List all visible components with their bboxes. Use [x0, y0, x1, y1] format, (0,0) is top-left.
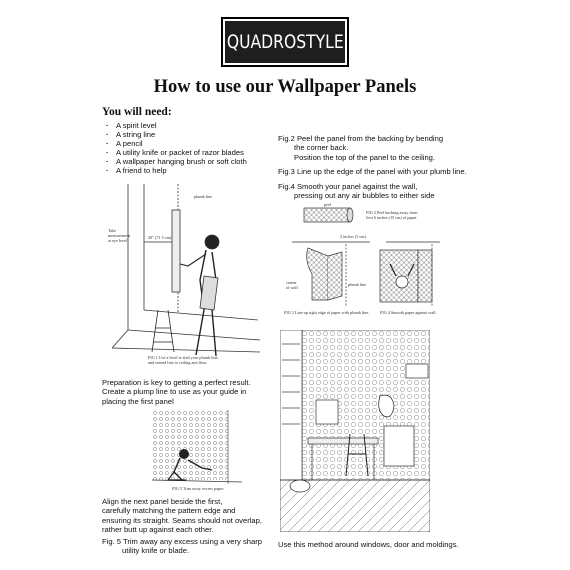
fig5-drawing: [152, 410, 242, 484]
step-fig5-line: utility knife or blade.: [122, 546, 190, 556]
fig2-label-gap: 2 inches (5 cm): [340, 234, 366, 239]
step-final-text: Use this method around windows, door and…: [278, 540, 459, 549]
step-align-text: Align the next panel beside the first, c…: [102, 497, 262, 534]
fig2-label-plumb: plumb line: [348, 282, 367, 287]
step-align-line: Align the next panel beside the first,: [102, 497, 223, 506]
fig1-caption-2: and extend line to ceiling and floor.: [148, 360, 208, 365]
needs-item: A wallpaper hanging brush or soft cloth: [106, 157, 247, 167]
needs-item: A pencil: [106, 139, 247, 149]
fig2-label-corner-2: of wall: [286, 285, 298, 290]
step-fig5-line: Fig. 5 Trim away any excess using a very…: [102, 537, 262, 546]
step-prep-text: Preparation is key to getting a perfect …: [102, 378, 251, 406]
step-fig2-line: Fig.2 Peel the panel from the backing by…: [278, 134, 444, 143]
step-prep-line: Create a plump line to use as your guide…: [102, 387, 247, 397]
needs-item: A friend to help: [106, 166, 247, 176]
fig2-caption-2: first 6 inches (15 cm) of paper: [366, 215, 417, 220]
fig1-illustration: plumb line 20" (71.5 cm) Take measuremen…: [108, 180, 264, 375]
brand-logo: QUADROSTYLE: [221, 17, 349, 67]
fig1-label-plumb: plumb line: [194, 194, 213, 199]
step-prep-line: placing the first panel: [102, 396, 174, 406]
step-fig4-text: Fig.4 Smooth your panel against the wall…: [278, 182, 435, 201]
step-fig4-line: pressing out any air bubbles to either s…: [294, 191, 435, 201]
fig5-illustration: FIG 5 Trim away excess paper.: [152, 410, 242, 492]
fig1-label-measure: 20" (71.5 cm): [148, 235, 172, 240]
step-fig2-text: Fig.2 Peel the panel from the backing by…: [278, 134, 443, 162]
room-illustration: [280, 330, 430, 532]
fig2-caption-1: FIG 2 Peel backing away from: [366, 210, 418, 215]
step-fig2-line: the corner back.: [294, 143, 349, 153]
fig1-drawing: [111, 184, 261, 357]
fig1-label-take-2: measurement: [108, 233, 131, 238]
fig2-caption-3: FIG 3 Line up right edge of paper with p…: [284, 310, 370, 315]
step-prep-line: Preparation is key to getting a perfect …: [102, 378, 251, 387]
needs-item: A string line: [106, 130, 247, 140]
fig2-4-drawing: [292, 207, 440, 306]
fig2-label-peel: peel: [324, 202, 331, 207]
fig2-label-corner-1: corner: [286, 280, 297, 285]
fig1-label-take-1: Take: [108, 228, 117, 233]
brand-logo-text: QUADROSTYLE: [226, 31, 344, 53]
needs-item: A spirit level: [106, 121, 247, 131]
step-fig5-text: Fig. 5 Trim away any excess using a very…: [102, 537, 262, 556]
needs-list: A spirit level A string line A pencil A …: [106, 121, 247, 176]
step-align-line: carefully matching the pattern edge and: [102, 506, 236, 516]
step-fig2-line: Position the top of the panel to the cei…: [294, 152, 436, 162]
step-align-line: ensuring its straight. Seams should not …: [102, 515, 262, 525]
step-fig3-text: Fig.3 Line up the edge of the panel with…: [278, 167, 467, 176]
fig1-label-take-3: at eye level: [108, 238, 128, 243]
page-title: How to use our Wallpaper Panels: [153, 77, 417, 97]
fig2-4-illustration: peel FIG 2 Peel backing away from first …: [284, 200, 444, 318]
fig1-caption-1: FIG 1 Use a level to find your plumb lin…: [148, 355, 219, 360]
fig2-caption-4: FIG 4 Smooth paper against wall.: [380, 310, 437, 315]
step-fig4-line: Fig.4 Smooth your panel against the wall…: [278, 182, 418, 191]
needs-heading: You will need:: [102, 106, 172, 118]
room-drawing: [280, 330, 430, 532]
fig5-caption: FIG 5 Trim away excess paper.: [172, 486, 225, 491]
needs-item: A utility knife or packet of razor blade…: [106, 148, 247, 158]
step-align-line: rather butt up against each other.: [102, 524, 214, 534]
